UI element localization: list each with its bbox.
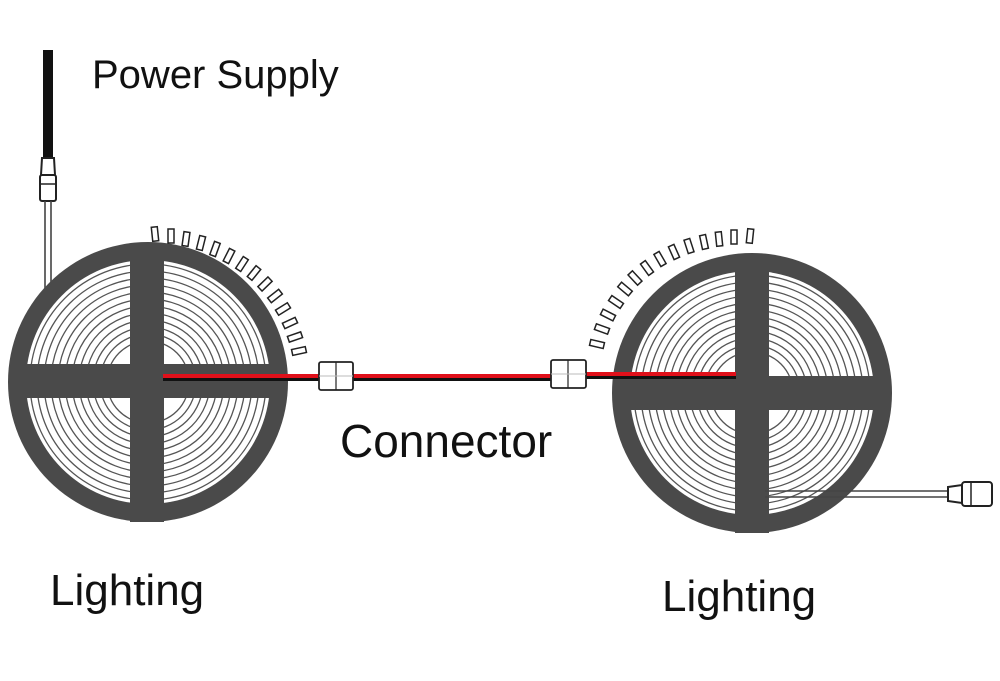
strip-connector-icon	[318, 361, 354, 391]
right-connector	[550, 359, 587, 389]
strip-connector-icon	[550, 359, 587, 389]
output-cable	[765, 481, 993, 507]
led-segment-marks-left	[150, 225, 308, 357]
connector-label: Connector	[340, 415, 552, 467]
led-segment-marks-right	[588, 227, 755, 350]
lighting-label-right: Lighting	[662, 572, 816, 621]
left-connector	[318, 361, 354, 391]
left-lighting-reel	[8, 225, 308, 522]
red-black-wire	[163, 372, 736, 381]
led-strip-reel-icon	[612, 253, 892, 533]
dc-plug-icon	[39, 174, 57, 202]
lighting-label-left: Lighting	[50, 566, 204, 615]
led-strip-reel-icon	[8, 242, 288, 522]
power-supply-label: Power Supply	[92, 53, 339, 97]
right-lighting-reel	[588, 227, 892, 533]
dc-plug-icon	[947, 481, 993, 507]
